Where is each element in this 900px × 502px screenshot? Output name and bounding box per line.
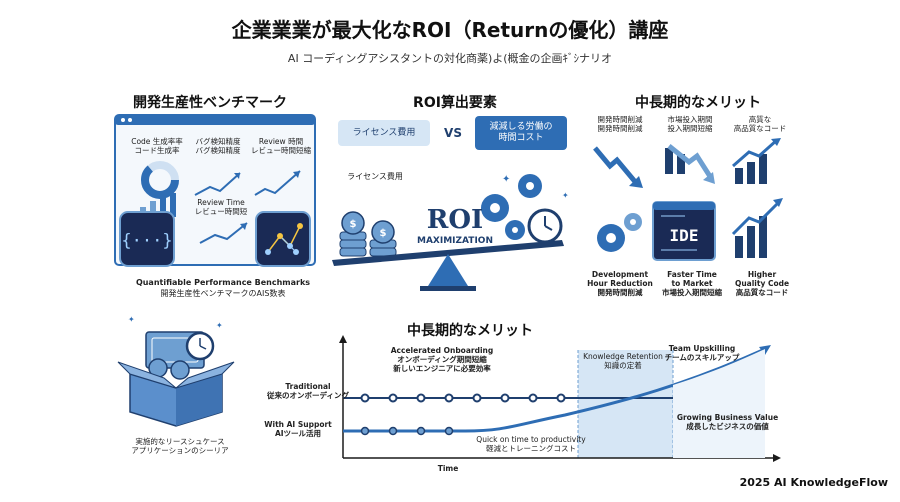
benchmark-caption-en: Quantifiable Performance Benchmarks xyxy=(135,278,311,287)
benefit-dev-hour: Development Hour Reduction 開発時間削減 xyxy=(587,270,653,297)
license-cost-label: ライセンス費用 xyxy=(347,172,403,181)
business-value-label: Growing Business Value 成長したビジネスの価値 xyxy=(676,413,779,431)
benchmark-caption-jp: 開発生産性ベンチマークのAIS数表 xyxy=(160,289,286,298)
svg-text:✦: ✦ xyxy=(562,191,569,200)
box-illustration: ✦ ✦ xyxy=(117,315,235,427)
traditional-label: Traditional 従来のオンボーディング xyxy=(267,382,349,400)
onboarding-label: Accelerated Onboarding オンボーディング期間短縮 新しいエ… xyxy=(390,346,494,373)
metric-review-time-short: Review Time レビュー時間短 xyxy=(194,198,248,216)
svg-text:{···}: {···} xyxy=(121,231,172,251)
benefits-illustration xyxy=(593,138,783,261)
metric-review-time: Review 時間 レビュー時間短縮 xyxy=(251,137,311,155)
productivity-label: Quick on time to productivity 軽減とトレーニングコ… xyxy=(476,435,586,453)
benefit-dev-time-top: 開発時間削減 開発時間削減 xyxy=(597,115,643,133)
metric-bug-detection: バグ検知精度 バグ検知精度 xyxy=(195,137,241,155)
svg-text:$: $ xyxy=(350,219,357,230)
svg-text:✦: ✦ xyxy=(216,321,223,330)
benefit-time-to-market: Faster Time to Market 市場投入期間短縮 xyxy=(662,270,722,297)
benefit-quality-top: 高質な 高品質なコード xyxy=(733,115,787,133)
timeline-chart xyxy=(339,335,781,462)
brand-footer: 2025 AI KnowledgeFlow xyxy=(739,476,888,489)
maximization-label: MAXIMIZATION xyxy=(417,236,493,246)
network-graph-icon xyxy=(255,211,311,267)
ai-support-label: With AI Support AIツール活用 xyxy=(264,420,332,438)
labor-cost-pill: 減減しる労働の 時間コスト xyxy=(475,116,567,150)
page-title: 企業業業が最大化なROI（Returnの優化）講座 xyxy=(231,18,669,42)
code-brackets-icon: {···} xyxy=(119,211,175,267)
svg-text:$: $ xyxy=(380,228,387,239)
knowledge-retention-label: Knowledge Retention 知識の定着 xyxy=(583,352,663,370)
metric-code-generation: Code 生成率率 コード生成率 xyxy=(131,137,183,155)
upskilling-label: Team Upskilling チームのスキルアップ xyxy=(664,344,740,362)
time-axis-label: Time xyxy=(437,464,459,473)
seesaw-illustration: ✦ ✦ $ $ xyxy=(332,174,569,291)
ide-label: IDE xyxy=(669,226,699,245)
benchmark-heading: 開発生産性ベンチマーク xyxy=(133,95,287,111)
roi-factors-heading: ROI算出要素 xyxy=(413,95,497,111)
box-caption: 実施的なリースシュケース アプリケーションのシーリア xyxy=(131,437,229,455)
versus-label: VS xyxy=(444,126,462,140)
benefit-quality-code: Higher Quality Code 高品質なコード xyxy=(734,270,790,297)
page-subtitle: AI コーディングアシスタントの対化商薬)よ(概金の企画ｷﾞｼナリオ xyxy=(287,52,613,65)
license-cost-pill: ライセンス費用 xyxy=(338,120,430,146)
benefit-market-top: 市場投入期間 投入期間短縮 xyxy=(667,115,713,133)
svg-text:✦: ✦ xyxy=(502,174,510,185)
timeline-heading: 中長期的なメリット xyxy=(407,323,533,339)
benefits-heading: 中長期的なメリット xyxy=(635,95,761,111)
svg-text:✦: ✦ xyxy=(128,315,135,324)
roi-label: ROI xyxy=(426,205,484,235)
